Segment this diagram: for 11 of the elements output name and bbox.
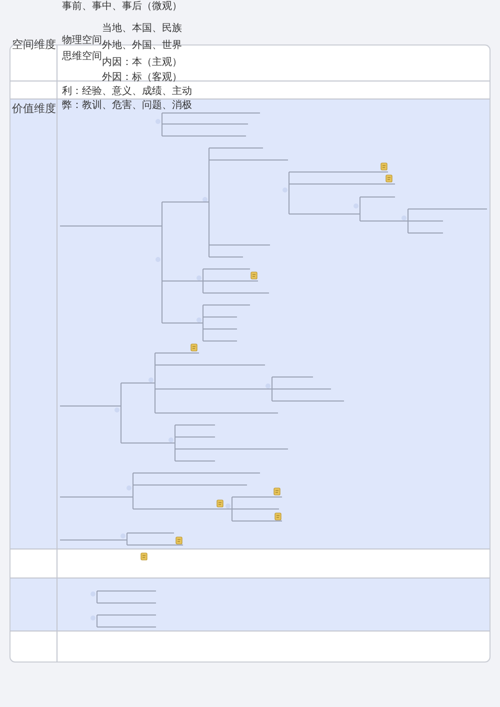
branch-text: 内因：本（主观） (102, 57, 182, 68)
branch-text: 思维空间 (62, 51, 102, 62)
branch-text: 物理空间 (62, 35, 102, 46)
branch-text: 外因：标（客观） (102, 72, 182, 83)
row-header: 价值维度 (12, 103, 56, 115)
branch-text: 当地、本国、民族 (102, 23, 182, 34)
row-header: 空间维度 (12, 39, 56, 51)
branch-text: 利：经验、意义、成绩、主动 (62, 86, 192, 97)
branch-text: 弊：教训、危害、问题、消极 (62, 100, 192, 111)
branch-text: 事前、事中、事后（微观） (62, 1, 182, 12)
branch-text: 外地、外国、世界 (102, 40, 182, 51)
